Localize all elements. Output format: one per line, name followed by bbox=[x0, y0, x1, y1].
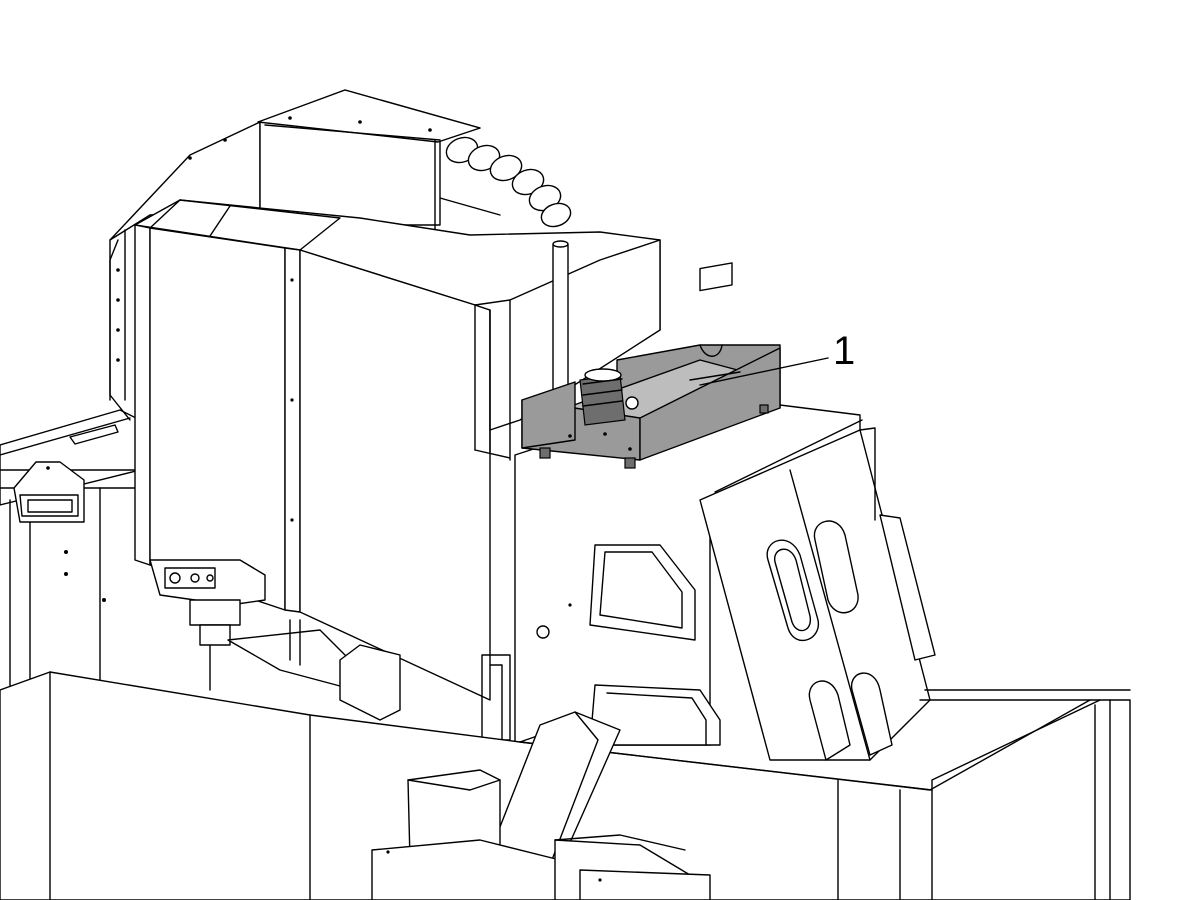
spindle-housing bbox=[339, 644, 401, 721]
tool-changer-arm bbox=[149, 559, 371, 691]
callout-leader-line bbox=[699, 357, 829, 386]
right-back-cover bbox=[859, 427, 936, 661]
tool-pockets bbox=[445, 136, 572, 228]
callout-number-1: 1 bbox=[833, 329, 855, 373]
motor-box bbox=[371, 769, 711, 900]
tool-carousel bbox=[109, 89, 501, 421]
enclosure-handle bbox=[13, 461, 85, 523]
vertical-pipe bbox=[552, 240, 569, 401]
column-cover bbox=[134, 199, 661, 701]
callout-1: 1 bbox=[699, 329, 855, 386]
column-cover-lower bbox=[481, 654, 511, 741]
column-casting bbox=[514, 394, 931, 761]
